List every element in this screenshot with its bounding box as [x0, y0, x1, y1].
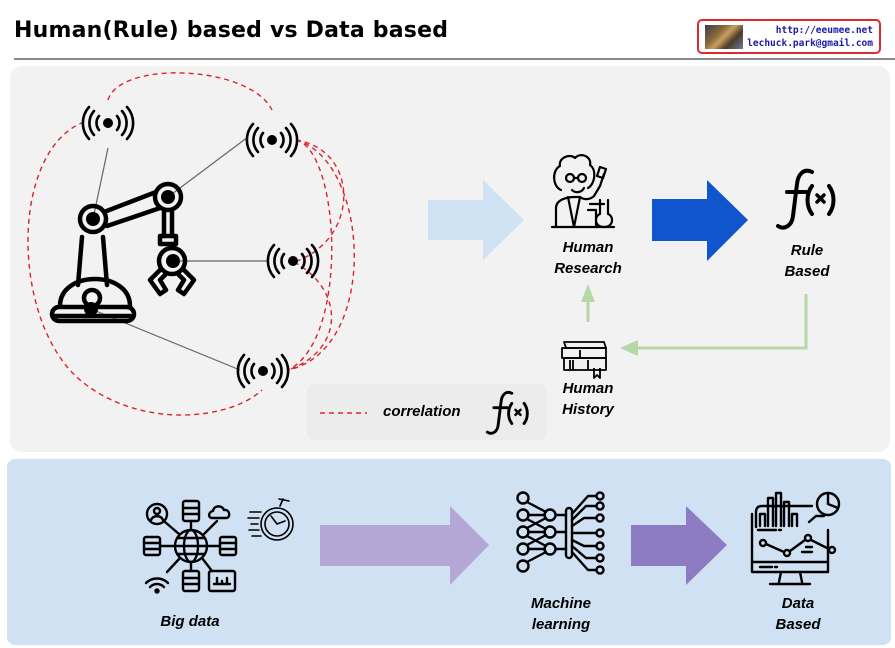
contact-badge: http://eeumee.net lechuck.park@gmail.com: [697, 19, 881, 54]
wireless-signal-icon: [266, 243, 320, 279]
wireless-signal-icon: [236, 353, 290, 389]
page-title: Human(Rule) based vs Data based: [14, 18, 449, 43]
correlation-line: [293, 139, 345, 263]
label-line: Data: [781, 595, 815, 612]
data-based-label: Data Based: [758, 593, 838, 635]
machine-learning-label: Machine learning: [516, 593, 606, 635]
joint-dot: [166, 254, 180, 268]
scientist-icon: [550, 154, 616, 229]
human-research-label: Human Research: [548, 237, 628, 279]
label-line: Machine: [530, 595, 591, 612]
correlation-line: [287, 139, 355, 371]
legend-label: correlation: [383, 403, 461, 420]
profile-thumbnail: [705, 25, 743, 49]
joint-dot: [161, 190, 175, 204]
label-line: History: [562, 401, 614, 418]
sensor-link: [167, 136, 249, 198]
correlation-line: [27, 121, 263, 416]
feedback-arrow: [620, 294, 808, 356]
label-line: Based: [784, 263, 830, 280]
human-history-label: Human History: [548, 378, 628, 420]
label-line: Human: [562, 380, 614, 397]
arrow-to-rule: [652, 180, 748, 261]
robot-joints: [84, 190, 180, 316]
sensor-links: [90, 136, 268, 371]
correlation-line: [287, 261, 333, 371]
joint-dot: [86, 212, 100, 226]
joint-dot: [84, 302, 98, 316]
contact-email[interactable]: lechuck.park@gmail.com: [747, 38, 873, 49]
label-line: Human: [562, 239, 614, 256]
arrow-to-data-based: [631, 506, 727, 585]
stopwatch-icon: [247, 498, 294, 541]
wireless-signal-icon: [81, 105, 135, 141]
correlation-line: [107, 72, 273, 111]
correlation-line: [287, 139, 333, 371]
title-divider: [14, 58, 895, 60]
contact-url[interactable]: http://eeumee.net: [775, 25, 873, 36]
legend-fx-icon: [485, 390, 529, 435]
rule-based-label: Rule Based: [770, 240, 844, 282]
neural-network-icon: [516, 491, 605, 575]
robot-arm-icon: [49, 181, 197, 324]
correlation-lines: [27, 72, 355, 416]
function-fx-icon: [776, 168, 836, 230]
big-data-label: Big data: [160, 613, 220, 630]
arrow-to-ml: [320, 506, 489, 585]
label-line: Based: [775, 616, 821, 633]
books-icon: [561, 341, 607, 379]
label-line: Research: [554, 260, 622, 277]
analytics-monitor-icon: [750, 491, 841, 586]
label-line: learning: [531, 616, 591, 633]
big-data-network-icon: [142, 499, 238, 594]
arrow-to-research: [428, 180, 524, 260]
history-to-research-arrow: [581, 284, 595, 322]
wireless-signal-icon: [245, 122, 299, 158]
label-line: Rule: [790, 242, 824, 259]
